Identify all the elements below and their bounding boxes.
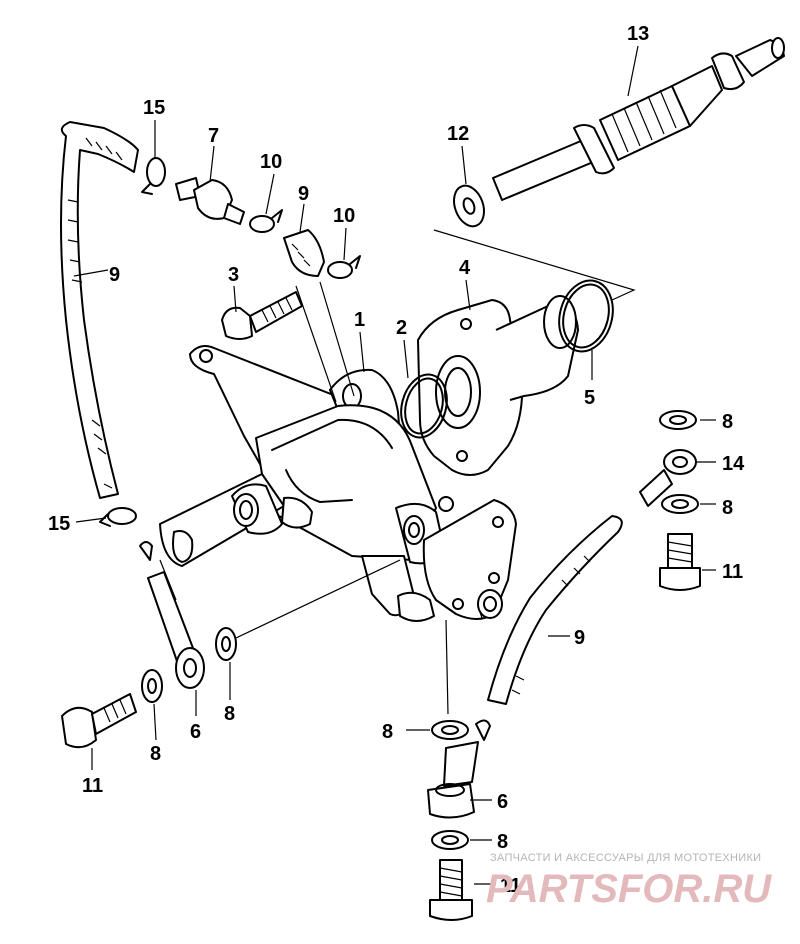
leader-lines (73, 45, 716, 885)
callout-11: 11 (500, 875, 521, 897)
callout-6: 6 (497, 791, 508, 813)
callout-12: 12 (447, 123, 469, 145)
connector-part-7 (175, 177, 245, 225)
callout-10: 10 (333, 205, 355, 227)
pump-body-part (159, 345, 517, 622)
callout-8: 8 (150, 743, 161, 765)
callout-2: 2 (396, 317, 407, 339)
callout-8: 8 (722, 411, 733, 433)
callout-11: 11 (722, 561, 743, 583)
banjo-union-part-6-bottom (427, 719, 491, 819)
washer-part-8-a (659, 410, 697, 430)
callout-9: 9 (574, 627, 585, 649)
callout-8: 8 (224, 703, 235, 725)
callout-9: 9 (298, 183, 309, 205)
callout-9: 9 (109, 264, 120, 286)
banjo-union-part-6-left (139, 541, 205, 689)
callout-11: 11 (82, 775, 103, 797)
callout-7: 7 (208, 125, 219, 147)
banjo-bolt-part-11-bottom (429, 859, 473, 921)
washer-part-8-f (431, 830, 469, 850)
callout-13: 13 (627, 23, 649, 45)
washer-part-8-e (431, 720, 469, 740)
hose-part-9-right (487, 515, 623, 705)
hose-part-9-left (60, 121, 139, 499)
washer-part-8-b (661, 494, 699, 514)
callout-15: 15 (48, 513, 70, 535)
callout-14: 14 (722, 453, 745, 475)
callout-4: 4 (459, 257, 471, 279)
callout-labels: 13 15 7 12 10 9 10 9 3 4 1 2 5 8 14 8 15… (48, 23, 745, 897)
callout-5: 5 (584, 387, 595, 409)
bolt-part-3 (221, 291, 303, 340)
banjo-bolt-part-11-right (659, 533, 701, 591)
callout-10: 10 (260, 151, 282, 173)
washer-part-8-c (215, 627, 237, 661)
hose-clamp-part-15-bottom (99, 507, 137, 527)
watermark-logo: PARTSFOR.RU (486, 867, 772, 911)
callout-1: 1 (354, 309, 365, 331)
callout-6: 6 (190, 721, 201, 743)
shaft-gear-part (492, 37, 785, 201)
clamp-part-10-b (327, 255, 361, 279)
watermark-tagline: ЗАПЧАСТИ И АКСЕССУАРЫ ДЛЯ МОТОТЕХНИКИ (490, 852, 761, 864)
o-ring-part-2 (400, 373, 448, 439)
callout-8: 8 (722, 497, 733, 519)
callout-8: 8 (382, 721, 393, 743)
o-ring-part-5 (558, 279, 614, 353)
watermark: ЗАПЧАСТИ И АКСЕССУАРЫ ДЛЯ МОТОТЕХНИКИ PA… (486, 852, 772, 911)
banjo-bolt-part-11-left (61, 693, 137, 749)
callout-15: 15 (143, 97, 165, 119)
flanged-sleeve-part (417, 295, 579, 476)
washer-part-8-d (141, 669, 163, 703)
callout-3: 3 (228, 264, 239, 286)
washer-part-12 (453, 184, 485, 228)
clamp-part-10-a (249, 209, 283, 233)
callout-8: 8 (497, 831, 508, 853)
hose-part-9-short (283, 229, 325, 277)
hose-clamp-part-15-top (141, 157, 166, 195)
